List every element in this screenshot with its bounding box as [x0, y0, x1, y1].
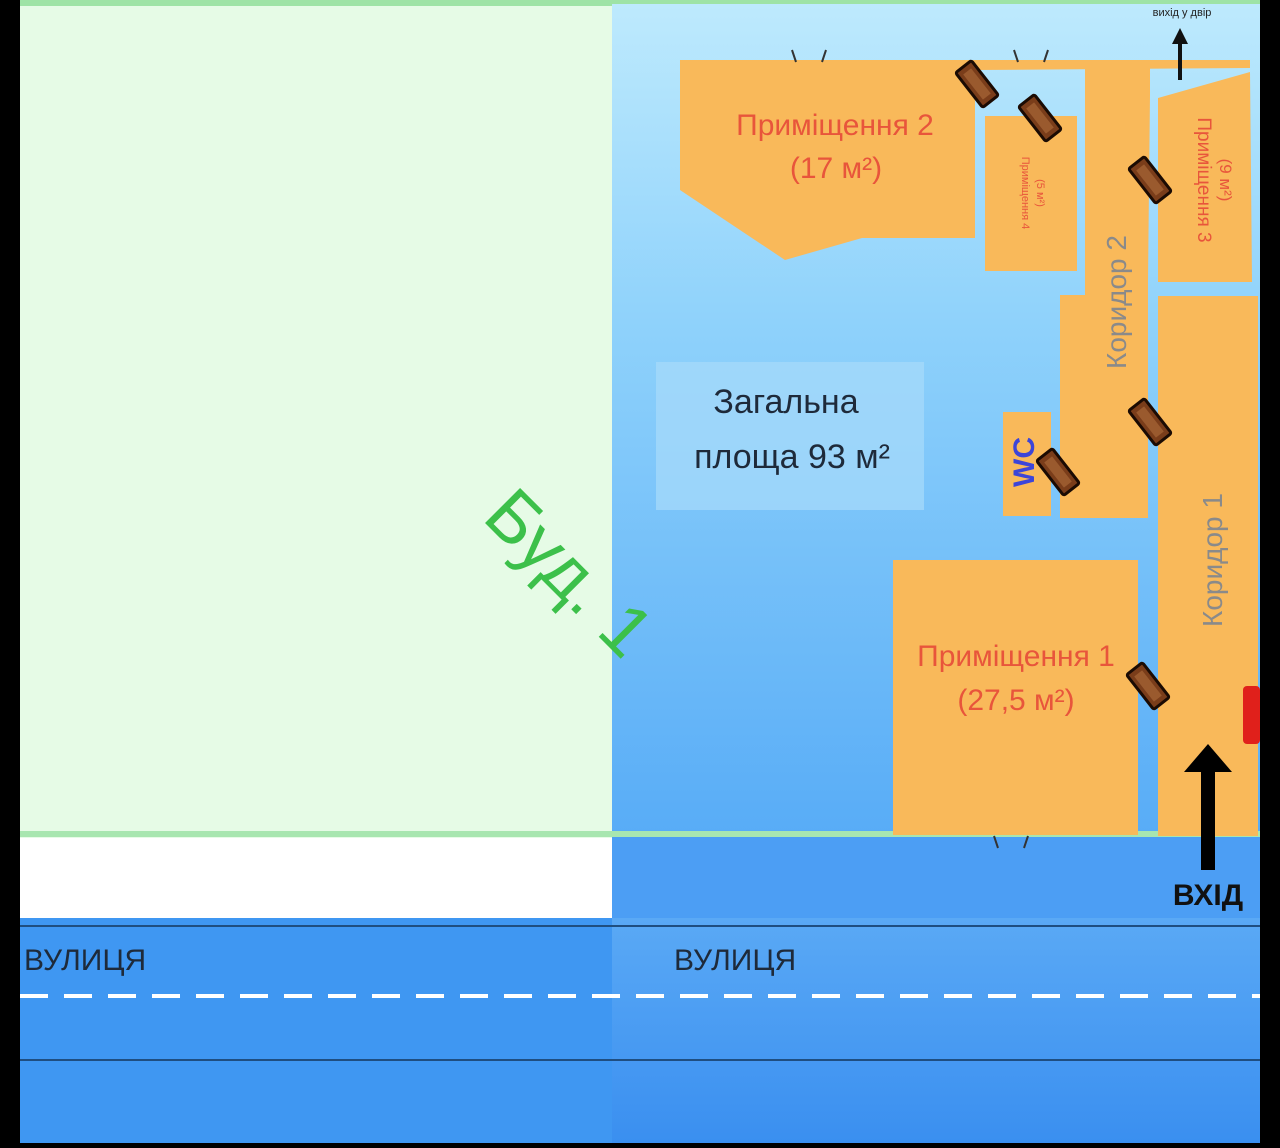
window-marks: [791, 49, 1049, 849]
arrow-up-icon: [1172, 28, 1188, 80]
room-4-area: (5 м²): [1034, 179, 1046, 207]
wc-label: WC: [1008, 437, 1041, 487]
entrance-label: ВХІД: [1173, 879, 1243, 912]
room-1: [893, 560, 1138, 835]
total-area-line1: Загальна: [713, 383, 858, 421]
corridor-2-label: Коридор 2: [1101, 235, 1132, 369]
corridor-2: [1060, 68, 1150, 518]
yard-exit-label: вихід у двір: [1153, 7, 1212, 19]
room-2-name: Приміщення 2: [736, 109, 934, 142]
total-area-box: [656, 362, 924, 510]
room-2-area: (17 м²): [790, 152, 882, 185]
total-area-line2: площа 93 м²: [694, 438, 890, 476]
sidewalk-left: [20, 838, 612, 918]
entrance-arrow-icon: [1184, 744, 1232, 870]
street-label-right: ВУЛИЦЯ: [674, 944, 796, 977]
room-3-name: Приміщення 3: [1193, 117, 1214, 242]
room-1-name: Приміщення 1: [917, 640, 1115, 673]
room-2: [680, 60, 1250, 260]
room-1-area: (27,5 м²): [957, 684, 1074, 717]
plot-left: [20, 0, 612, 838]
red-marker: [1243, 686, 1260, 744]
street-label-left: ВУЛИЦЯ: [24, 944, 146, 977]
corridor-1-label: Коридор 1: [1197, 493, 1228, 627]
room-3-area: (9 м²): [1216, 159, 1235, 202]
room-4-name: Приміщення 4: [1019, 157, 1031, 230]
room-4: [985, 116, 1077, 271]
room-3: [1158, 72, 1252, 282]
